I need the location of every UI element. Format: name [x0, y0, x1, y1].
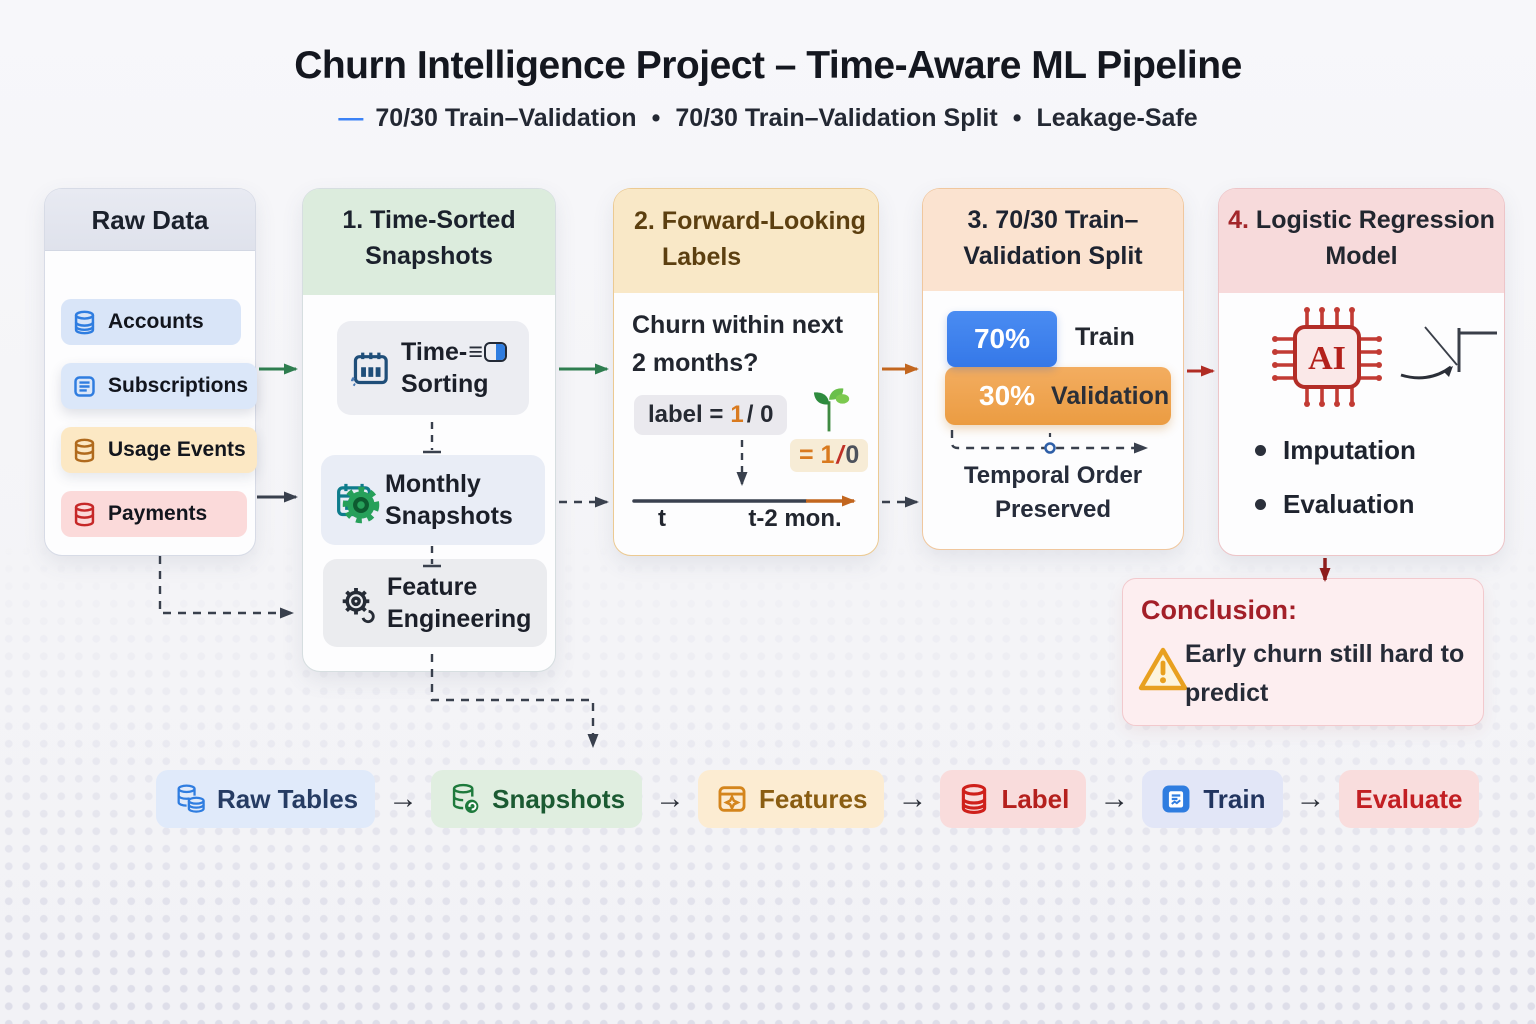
raw-item-subscriptions: Subscriptions: [61, 363, 257, 409]
curve-icon: [1400, 326, 1497, 380]
flow-arrow-icon: →: [897, 782, 928, 815]
feature-star-icon: [718, 786, 746, 812]
list-icon: [74, 375, 95, 397]
subtitle-part-1: 70/30 Train–Validation: [375, 104, 637, 132]
flow-features: Features: [698, 770, 885, 828]
document-icon: [483, 342, 507, 362]
flow-train: Train: [1142, 770, 1283, 828]
database-refresh-icon: [452, 783, 479, 813]
warning-icon: [1138, 647, 1188, 691]
subtitle-part-3: Leakage-Safe: [1036, 104, 1198, 132]
feature-engineering-label: Feature Engineering: [387, 573, 532, 633]
calendar-chart-icon: [349, 347, 391, 389]
raw-item-accounts: Accounts: [61, 299, 241, 345]
time-sorting-label: Time-≡ Sorting: [401, 336, 507, 400]
database-stack-icon: [177, 784, 205, 813]
flow-evaluate: Evaluate: [1338, 770, 1480, 828]
bullet-evaluation: Evaluation: [1255, 489, 1416, 520]
flow-arrow-icon: →: [1099, 782, 1130, 815]
train-doc-icon: [1162, 785, 1190, 813]
database-icon: [74, 438, 95, 462]
label-formula: label =1/ 0: [634, 395, 788, 435]
train-70-bar: 70%: [947, 311, 1057, 367]
raw-item-label: Usage Events: [108, 438, 246, 461]
subtitle-part-2: 70/30 Train–Validation Split: [675, 104, 998, 132]
flow-label: Label: [940, 770, 1087, 828]
timeline-t2-label: t-2 mon.: [748, 505, 842, 532]
subtitle-dash-icon: —: [338, 104, 364, 132]
ai-chip-icon: AI: [1272, 307, 1382, 407]
raw-item-label: Subscriptions: [108, 374, 249, 397]
step1-title: 1. Time-Sorted Snapshots: [303, 189, 555, 295]
validation-30-bar: 30% Validation: [945, 367, 1171, 425]
step2-forward-looking-labels-card: 2. Forward-Looking Labels Churn within n…: [613, 188, 879, 556]
bottom-pipeline-flow: Raw Tables → Snapshots → Features → Labe…: [156, 770, 1480, 828]
chip-text: AI: [1308, 340, 1346, 377]
flow-arrow-icon: →: [388, 782, 419, 815]
flow-raw-tables: Raw Tables: [156, 770, 376, 828]
calendar-gear-icon: [333, 479, 380, 524]
database-icon: [962, 783, 987, 815]
timeline-t-label: t: [658, 505, 666, 532]
raw-data-card-title: Raw Data: [45, 189, 255, 251]
flow-snapshots: Snapshots: [431, 770, 643, 828]
bullet-separator: •: [651, 104, 661, 132]
raw-data-items: Accounts Subscriptions Usage Events Paym…: [61, 299, 257, 537]
seedling-icon: [813, 388, 850, 432]
step3-train-validation-split-card: 3. 70/30 Train– Validation Split 70% Tra…: [922, 188, 1184, 550]
flow-arrow-icon: →: [655, 782, 686, 815]
raw-item-label: Payments: [108, 502, 208, 525]
conclusion-text: Early churn still hard to predict: [1185, 640, 1465, 707]
monthly-snapshots-node: Monthly Snapshots: [321, 455, 545, 545]
step1-time-sorted-snapshots-card: 1. Time-Sorted Snapshots Time-≡ Sorting …: [302, 188, 556, 672]
step4-logistic-regression-card: 4. Logistic Regression Model AI: [1218, 188, 1505, 556]
sort-lines-icon: ≡: [468, 338, 483, 366]
database-icon: [74, 310, 95, 334]
monthly-snapshots-label: Monthly Snapshots: [385, 470, 513, 530]
time-sorting-node: Time-≡ Sorting: [337, 321, 529, 415]
raw-data-card: Raw Data Accounts Subscriptions Usage Ev…: [44, 188, 257, 556]
raw-item-usage-events: Usage Events: [61, 427, 257, 473]
bullet-dot: [1255, 445, 1266, 456]
gear-icon: [335, 582, 377, 624]
raw-item-payments: Payments: [61, 491, 247, 537]
bullet-separator: •: [1012, 104, 1022, 132]
bullet-dot: [1255, 499, 1266, 510]
conclusion-heading: Conclusion:: [1141, 595, 1297, 625]
gear-badge-icon: [342, 486, 380, 524]
raw-item-label: Accounts: [108, 310, 204, 333]
page-title: Churn Intelligence Project – Time-Aware …: [294, 44, 1242, 87]
dashed-arrow-rawdata-to-feature-engineering: [158, 556, 294, 619]
step4-bullets: Imputation Evaluation: [1255, 435, 1416, 520]
bullet-imputation: Imputation: [1255, 435, 1416, 466]
train-label: Train: [1075, 323, 1135, 351]
flow-arrow-icon: →: [1295, 782, 1326, 815]
temporal-order-note: Temporal Order Preserved: [963, 462, 1143, 523]
database-icon: [74, 502, 95, 526]
feature-engineering-node: Feature Engineering: [323, 559, 547, 647]
label-value-badge: = 1/0: [790, 439, 869, 472]
step3-title: 3. 70/30 Train– Validation Split: [923, 189, 1183, 291]
page-subtitle: — 70/30 Train–Validation • 70/30 Train–Vali…: [0, 104, 1536, 133]
step2-title: 2. Forward-Looking Labels: [614, 189, 878, 293]
conclusion-card: Conclusion: Early churn still hard to pr…: [1122, 578, 1484, 726]
step4-title: 4. Logistic Regression Model: [1219, 189, 1504, 293]
churn-question: Churn within next 2 months?: [632, 311, 844, 377]
